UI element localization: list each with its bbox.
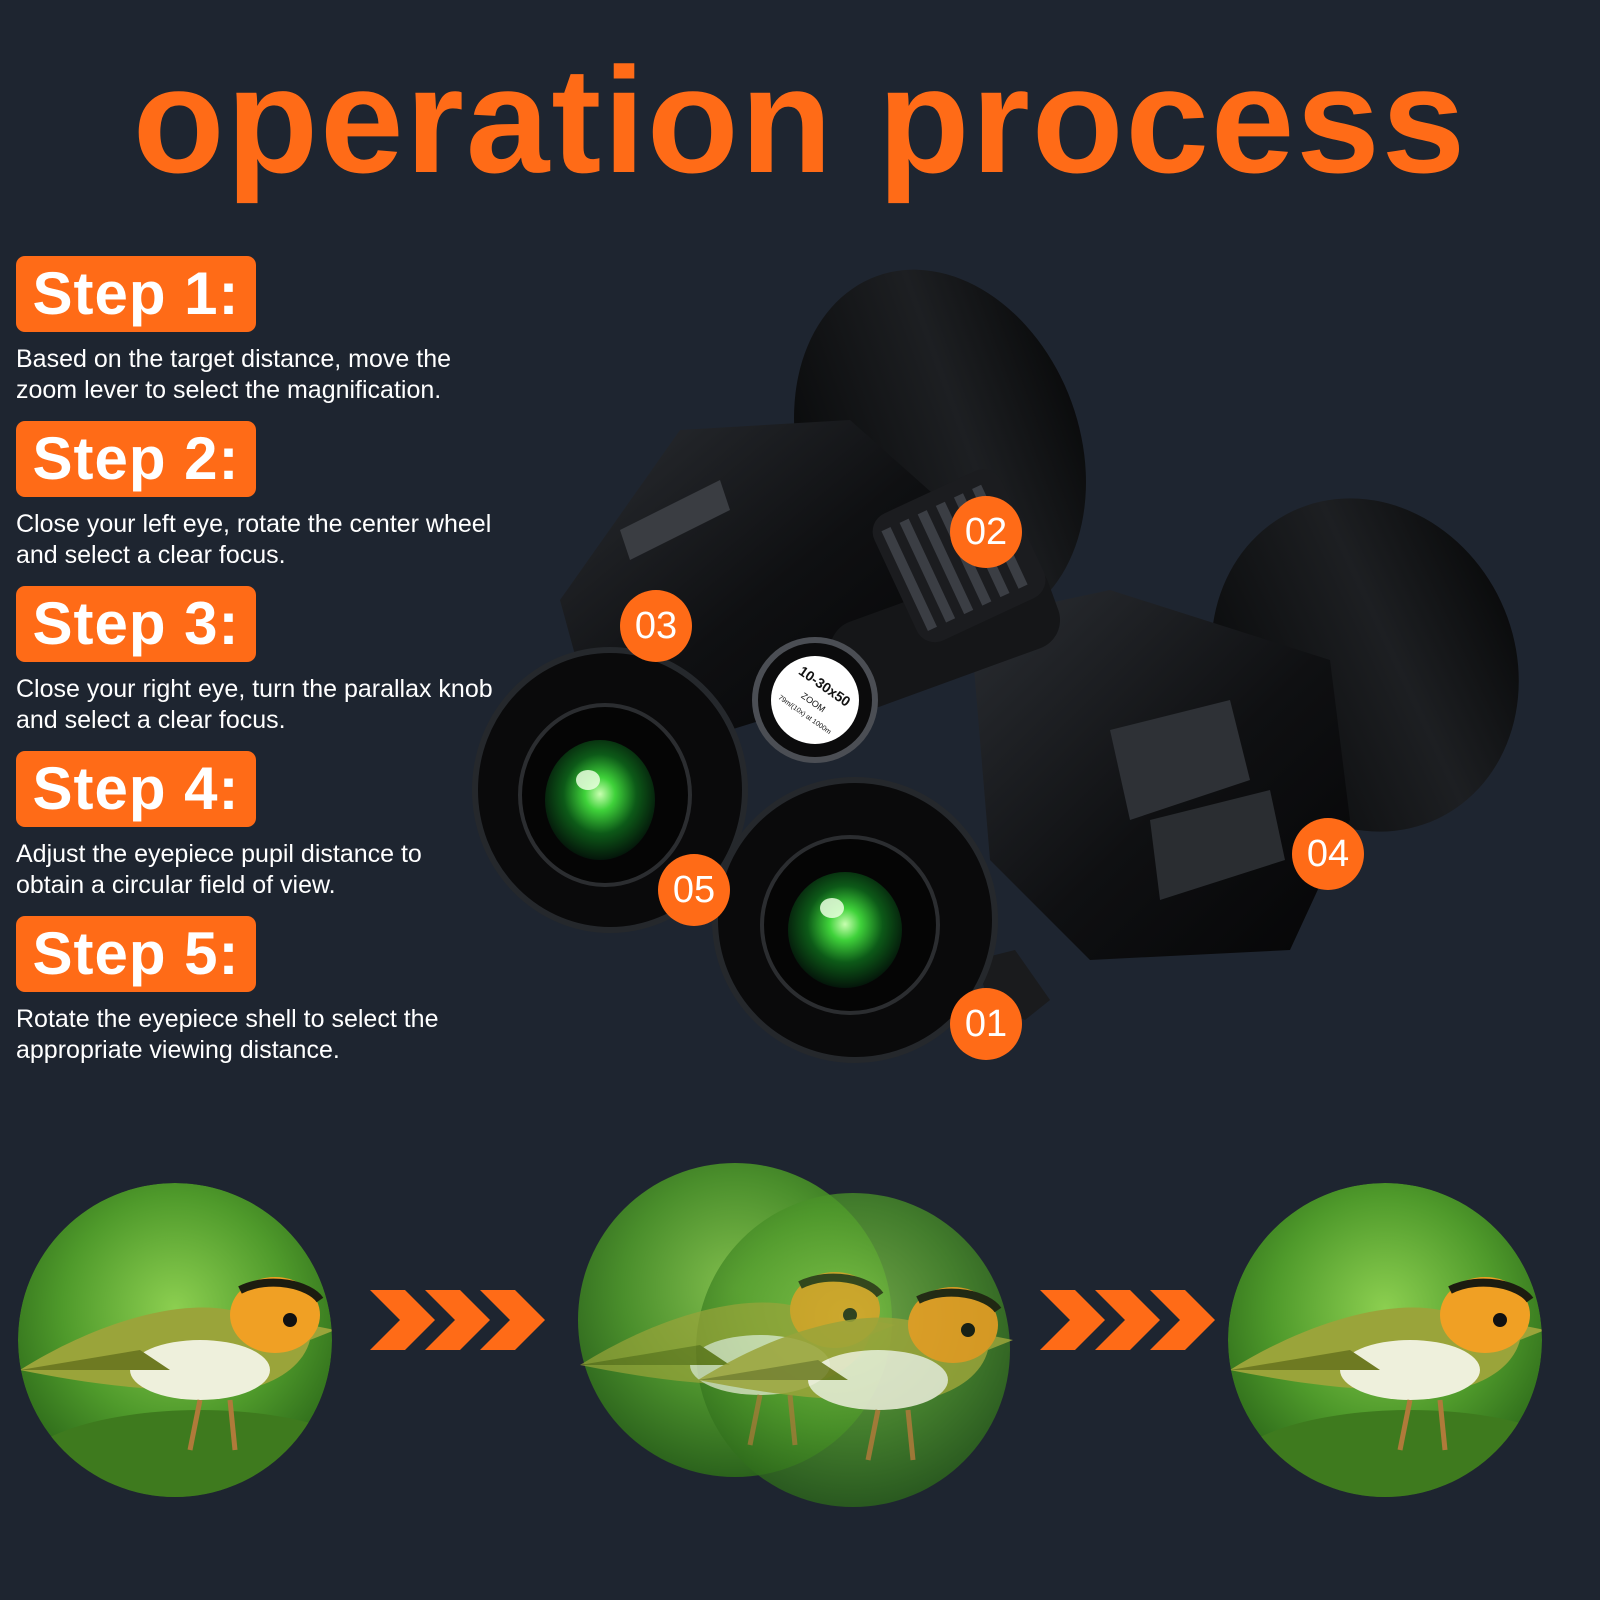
callout-02: 02 bbox=[950, 496, 1022, 568]
step-3: Step 3: Close your right eye, turn the p… bbox=[16, 586, 496, 751]
step-2-text: Close your left eye, rotate the center w… bbox=[16, 510, 492, 569]
callout-03: 03 bbox=[620, 590, 692, 662]
step-2: Step 2: Close your left eye, rotate the … bbox=[16, 421, 496, 586]
triple-chevron-right-icon-1 bbox=[370, 1290, 545, 1350]
triple-chevron-right-icon-2 bbox=[1040, 1290, 1215, 1350]
page-title: operation process bbox=[132, 36, 1468, 204]
step-5-text: Rotate the eyepiece shell to select the … bbox=[16, 1005, 439, 1064]
step-1-text: Based on the target distance, move the z… bbox=[16, 345, 451, 404]
callout-04: 04 bbox=[1292, 818, 1364, 890]
callout-05: 05 bbox=[658, 854, 730, 926]
bird-view-clear-2 bbox=[1228, 1183, 1542, 1497]
step-4-text: Adjust the eyepiece pupil distance to ob… bbox=[16, 840, 422, 899]
step-1: Step 1: Based on the target distance, mo… bbox=[16, 256, 496, 421]
step-1-badge: Step 1: bbox=[16, 256, 256, 332]
callout-01: 01 bbox=[950, 988, 1022, 1060]
step-4: Step 4: Adjust the eyepiece pupil distan… bbox=[16, 751, 496, 916]
step-3-badge: Step 3: bbox=[16, 586, 256, 662]
step-2-badge: Step 2: bbox=[16, 421, 256, 497]
binoculars-illustration: 10-30x50 ZOOM 79m/(10x) at 1000m 01 02 0… bbox=[470, 260, 1600, 1100]
binoculars-icon: 10-30x50 ZOOM 79m/(10x) at 1000m bbox=[472, 269, 1519, 1063]
step-4-badge: Step 4: bbox=[16, 751, 256, 827]
view-sequence bbox=[0, 1150, 1600, 1530]
step-5-badge: Step 5: bbox=[16, 916, 256, 992]
steps-list: Step 1: Based on the target distance, mo… bbox=[16, 256, 496, 1081]
step-3-text: Close your right eye, turn the parallax … bbox=[16, 675, 493, 734]
bird-view-double bbox=[578, 1163, 1013, 1507]
bird-view-clear-1 bbox=[18, 1183, 332, 1497]
step-5: Step 5: Rotate the eyepiece shell to sel… bbox=[16, 916, 496, 1081]
